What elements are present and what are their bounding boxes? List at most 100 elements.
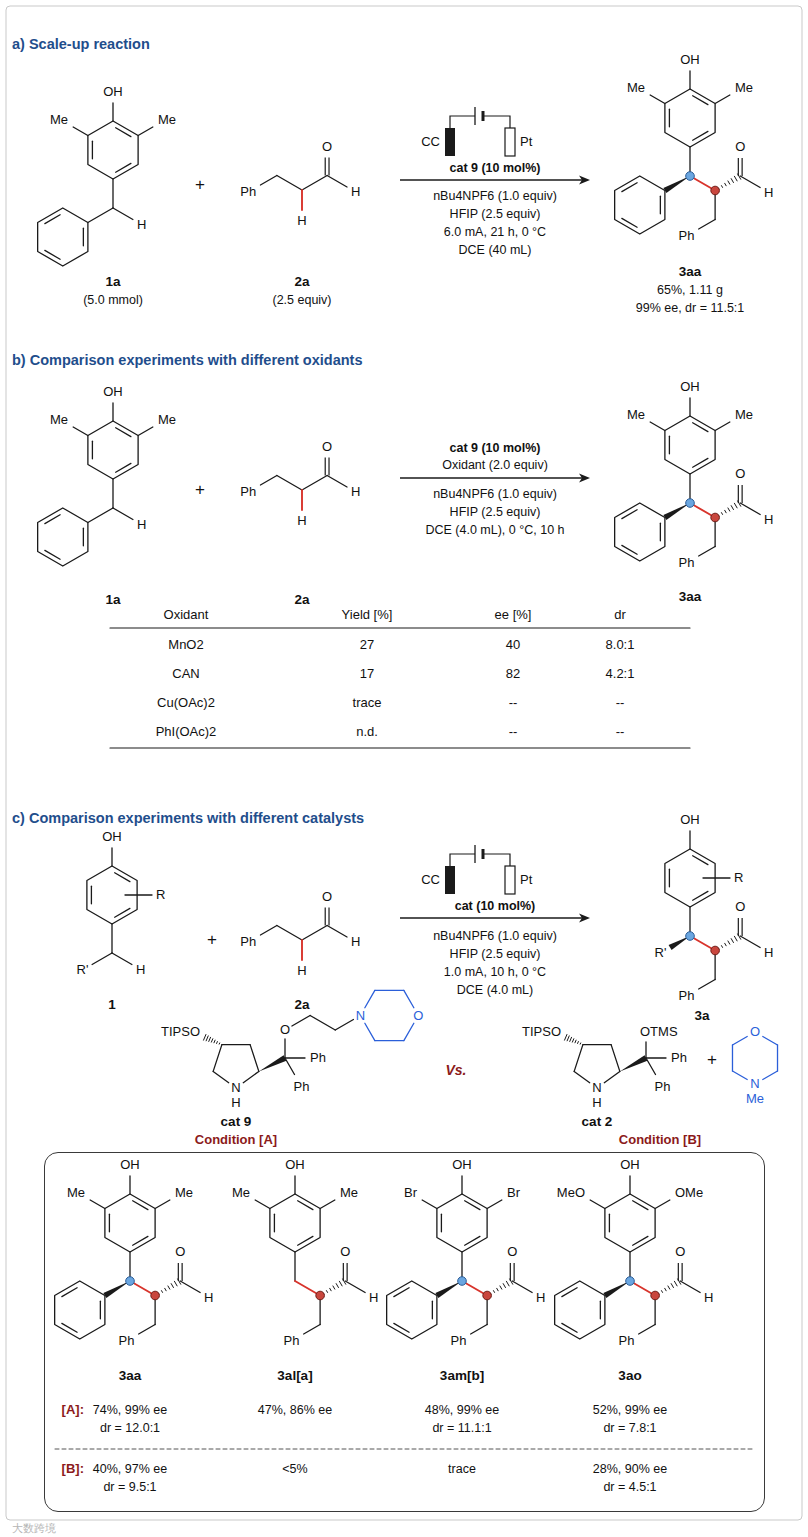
condition-text: Oxidant (2.0 equiv) <box>442 458 548 472</box>
hash-bond <box>728 181 730 185</box>
wedge-bond <box>259 1055 287 1071</box>
battery-plate <box>474 845 475 863</box>
atom-label: Ph <box>119 1334 135 1349</box>
stereocenter-dot <box>151 1291 160 1300</box>
bond <box>109 1214 110 1232</box>
table-cell: 27 <box>360 638 374 653</box>
bond <box>213 1045 222 1072</box>
atom-label: H <box>592 1096 601 1111</box>
bond <box>298 1201 313 1210</box>
result-text: trace <box>448 1462 476 1476</box>
plus-sign: + <box>195 480 205 500</box>
bond <box>732 1037 747 1046</box>
bond <box>600 1301 601 1319</box>
bond <box>92 953 112 965</box>
atom-label: Br <box>404 1186 417 1201</box>
atom-label: CC <box>421 873 440 888</box>
double-bond <box>325 458 326 476</box>
atom-label: Me <box>735 408 753 423</box>
condition-text: DCE (4.0 mL), 0 °C, 10 h <box>425 523 564 537</box>
bond <box>116 428 131 437</box>
atom-label: TIPSO <box>522 1025 561 1040</box>
benzene-ring <box>38 508 88 566</box>
bond <box>583 1044 611 1045</box>
bond <box>304 1325 320 1335</box>
table-cell: 82 <box>506 667 520 682</box>
double-bond <box>742 918 743 936</box>
atom-label: O <box>507 1245 517 1260</box>
atom-label: OH <box>103 385 123 400</box>
compound-number: 2a <box>294 997 309 1013</box>
atom-label: OH <box>285 1158 305 1173</box>
double-bond <box>328 908 329 926</box>
figure-frame <box>6 6 802 1520</box>
bond <box>394 1323 409 1332</box>
hash-bond <box>570 1037 572 1042</box>
condition-text: HFIP (2.5 equiv) <box>450 207 541 221</box>
bond <box>285 1057 305 1058</box>
panel-heading: c) Comparison experiments with different… <box>12 810 364 827</box>
bond <box>699 980 715 990</box>
table-rule <box>110 627 690 628</box>
bond <box>83 528 84 546</box>
double-bond <box>328 458 329 476</box>
hash-bond <box>731 938 734 943</box>
stereocenter-dot <box>711 513 720 522</box>
double-bond <box>182 1263 183 1281</box>
versus-label: Vs. <box>445 1062 466 1078</box>
bond <box>310 1016 335 1031</box>
hash-bond <box>728 508 730 512</box>
atom-label: O <box>735 140 745 155</box>
hash-bond <box>493 1290 494 1292</box>
wedge-bond <box>620 1055 648 1071</box>
atom-label: Ph <box>655 1079 671 1094</box>
atom-label: Ph <box>679 989 695 1004</box>
bond <box>590 1200 605 1209</box>
result-text: dr = 7.8:1 <box>603 1421 656 1435</box>
stereocenter-dot <box>126 1277 135 1286</box>
atom-label: H <box>351 185 360 200</box>
bond <box>461 1176 462 1194</box>
bond <box>763 1037 778 1046</box>
atom-label: H <box>136 962 145 977</box>
table-cell: Cu(OAc)2 <box>157 696 215 711</box>
bond <box>432 1301 433 1319</box>
benzene-ring <box>615 176 665 234</box>
condition-label: Condition [A] <box>195 1133 277 1148</box>
hash-bond <box>668 1286 670 1290</box>
atom-label: H <box>369 1290 378 1305</box>
bond <box>465 1236 480 1245</box>
hash-bond <box>211 1038 213 1042</box>
bond <box>345 1281 365 1293</box>
panel-heading: a) Scale-up reaction <box>12 36 150 53</box>
bond <box>112 403 113 421</box>
result-text: 47%, 86% ee <box>258 1403 332 1417</box>
bond <box>633 1236 648 1245</box>
stereocenter-dot <box>483 1291 492 1300</box>
hash-bond <box>500 1286 502 1290</box>
atom-label: Me <box>340 1186 358 1201</box>
condition-text: DCE (40 mL) <box>459 243 532 257</box>
hash-bond <box>209 1037 211 1042</box>
table-cell: PhI(OAc)2 <box>156 725 217 740</box>
bond <box>45 215 60 224</box>
table-cell: -- <box>616 696 625 711</box>
bond <box>277 926 302 941</box>
stereocenter-dot <box>686 172 695 181</box>
hash-bond <box>674 1281 677 1286</box>
bond <box>335 1020 353 1031</box>
bond <box>693 856 708 865</box>
hash-bond <box>725 510 727 513</box>
bond <box>622 545 637 554</box>
atom-label: O <box>175 1245 185 1260</box>
battery-plate <box>482 111 485 121</box>
benzene-ring <box>38 208 88 266</box>
stereocenter-dot <box>626 1277 635 1286</box>
bond <box>112 103 113 121</box>
bond <box>693 458 708 467</box>
bond <box>112 179 113 208</box>
atom-label: Ph <box>679 556 695 571</box>
hash-bond <box>219 1043 221 1045</box>
condition-label: Condition [B] <box>619 1133 701 1148</box>
bond <box>777 1045 778 1071</box>
